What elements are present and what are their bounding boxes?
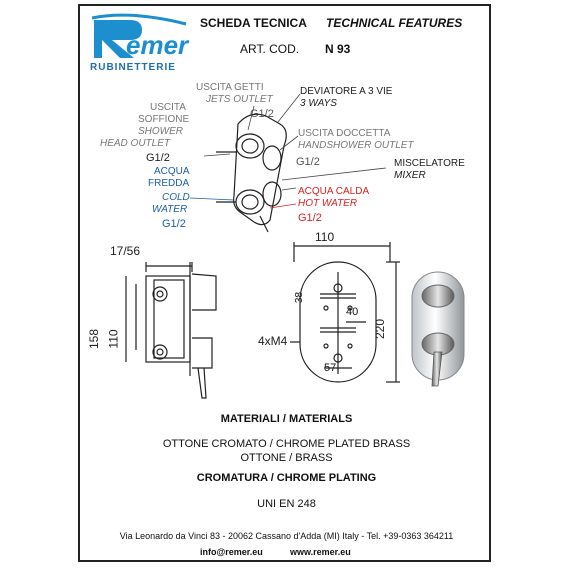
product-render <box>411 271 465 387</box>
shower-outlet-label-it2: SOFFIONE <box>138 114 190 125</box>
front-view-drawing <box>290 242 400 383</box>
footer-website[interactable]: www.remer.eu <box>290 547 351 557</box>
footer-email[interactable]: info@remer.eu <box>200 547 263 557</box>
hot-water-thread: G1/2 <box>298 212 322 224</box>
technical-sheet: emer RUBINETTERIE SCHEDA TECNICA TECHNIC… <box>78 4 491 562</box>
shower-outlet-label-en1: SHOWER <box>138 126 183 137</box>
front-dim-screws: 4xM4 <box>258 334 288 348</box>
materials-heading: MATERIALI / MATERIALS <box>220 413 353 425</box>
handshower-thread: G1/2 <box>296 156 320 168</box>
side-dim-top: 17/56 <box>110 244 141 258</box>
cold-water-label-en1: COLD <box>162 192 190 203</box>
hot-water-label-en: HOT WATER <box>298 198 358 209</box>
title-italian: SCHEDA TECNICA <box>200 16 307 30</box>
handshower-label-en: HANDSHOWER OUTLET <box>298 140 414 151</box>
valve-body-isometric <box>189 93 387 233</box>
hot-water-label-it: ACQUA CALDA <box>298 186 370 197</box>
shower-outlet-label-it1: USCITA <box>150 102 186 113</box>
svg-text:emer: emer <box>126 30 190 60</box>
materials-line-1: OTTONE CROMATO / CHROME PLATED BRASS <box>162 438 411 450</box>
cold-water-label-en2: WATER <box>152 204 188 215</box>
plating-standard: UNI EN 248 <box>257 498 316 510</box>
shower-outlet-label-en2: HEAD OUTLET <box>100 138 171 149</box>
brand-subtitle: RUBINETTERIE <box>90 62 176 73</box>
handshower-label-it: USCITA DOCCETTA <box>298 128 391 139</box>
remer-logo-mark: emer <box>91 13 190 60</box>
front-dim-40: 40 <box>346 306 359 318</box>
plating-heading: CROMATURA / CHROME PLATING <box>196 472 377 484</box>
title-english: TECHNICAL FEATURES <box>326 16 463 30</box>
diverter-label-en: 3 WAYS <box>300 98 337 109</box>
side-view-drawing <box>125 262 217 399</box>
art-code-value: N 93 <box>325 42 351 56</box>
mixer-label-it: MISCELATORE <box>394 158 465 169</box>
diverter-label-it: DEVIATORE A 3 VIE <box>300 86 393 97</box>
side-dim-158: 158 <box>87 328 102 350</box>
brand-logo: emer RUBINETTERIE <box>90 13 190 76</box>
footer-address: Via Leonardo da Vinci 83 - 20062 Cassano… <box>119 531 454 541</box>
cold-water-thread: G1/2 <box>162 218 186 230</box>
cold-water-label-it2: FREDDA <box>148 178 190 189</box>
art-code-label: ART. COD. <box>240 42 300 56</box>
mixer-label-en: MIXER <box>394 170 426 181</box>
materials-line-2: OTTONE / BRASS <box>240 452 333 464</box>
jets-outlet-label-it: USCITA GETTI <box>196 82 264 93</box>
jets-outlet-label-en: JETS OUTLET <box>206 94 273 105</box>
shower-outlet-thread: G1/2 <box>146 152 170 164</box>
cold-water-label-it1: ACQUA <box>154 166 190 177</box>
front-dim-width: 110 <box>315 230 335 244</box>
